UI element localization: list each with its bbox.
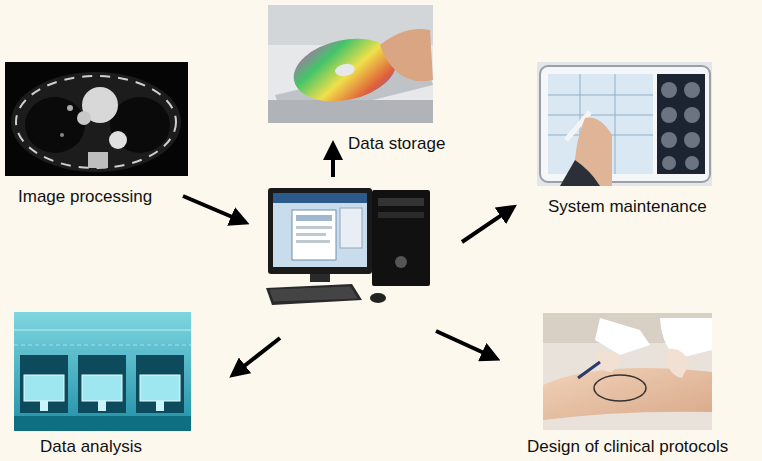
image-panel: Data storage xyxy=(268,5,433,123)
caption: Data analysis xyxy=(40,437,142,457)
caption: Image processing xyxy=(18,187,152,207)
tablet-photo xyxy=(537,62,712,186)
image-panel: Image processing xyxy=(5,62,188,176)
clinical-photo xyxy=(543,313,712,430)
caption: Data storage xyxy=(348,134,445,154)
caption: Design of clinical protocols xyxy=(527,437,728,457)
computer-picture xyxy=(266,188,430,305)
image-panel: System maintenance xyxy=(537,62,712,186)
image-panel: Design of clinical protocols xyxy=(543,313,712,430)
caption: System maintenance xyxy=(548,197,707,217)
flow-arrows xyxy=(183,146,512,374)
data-storage-photo xyxy=(268,5,433,123)
data-analysis-photo xyxy=(14,312,191,431)
ct-scan-photo xyxy=(5,62,188,176)
image-panel: Data analysis xyxy=(14,312,191,431)
